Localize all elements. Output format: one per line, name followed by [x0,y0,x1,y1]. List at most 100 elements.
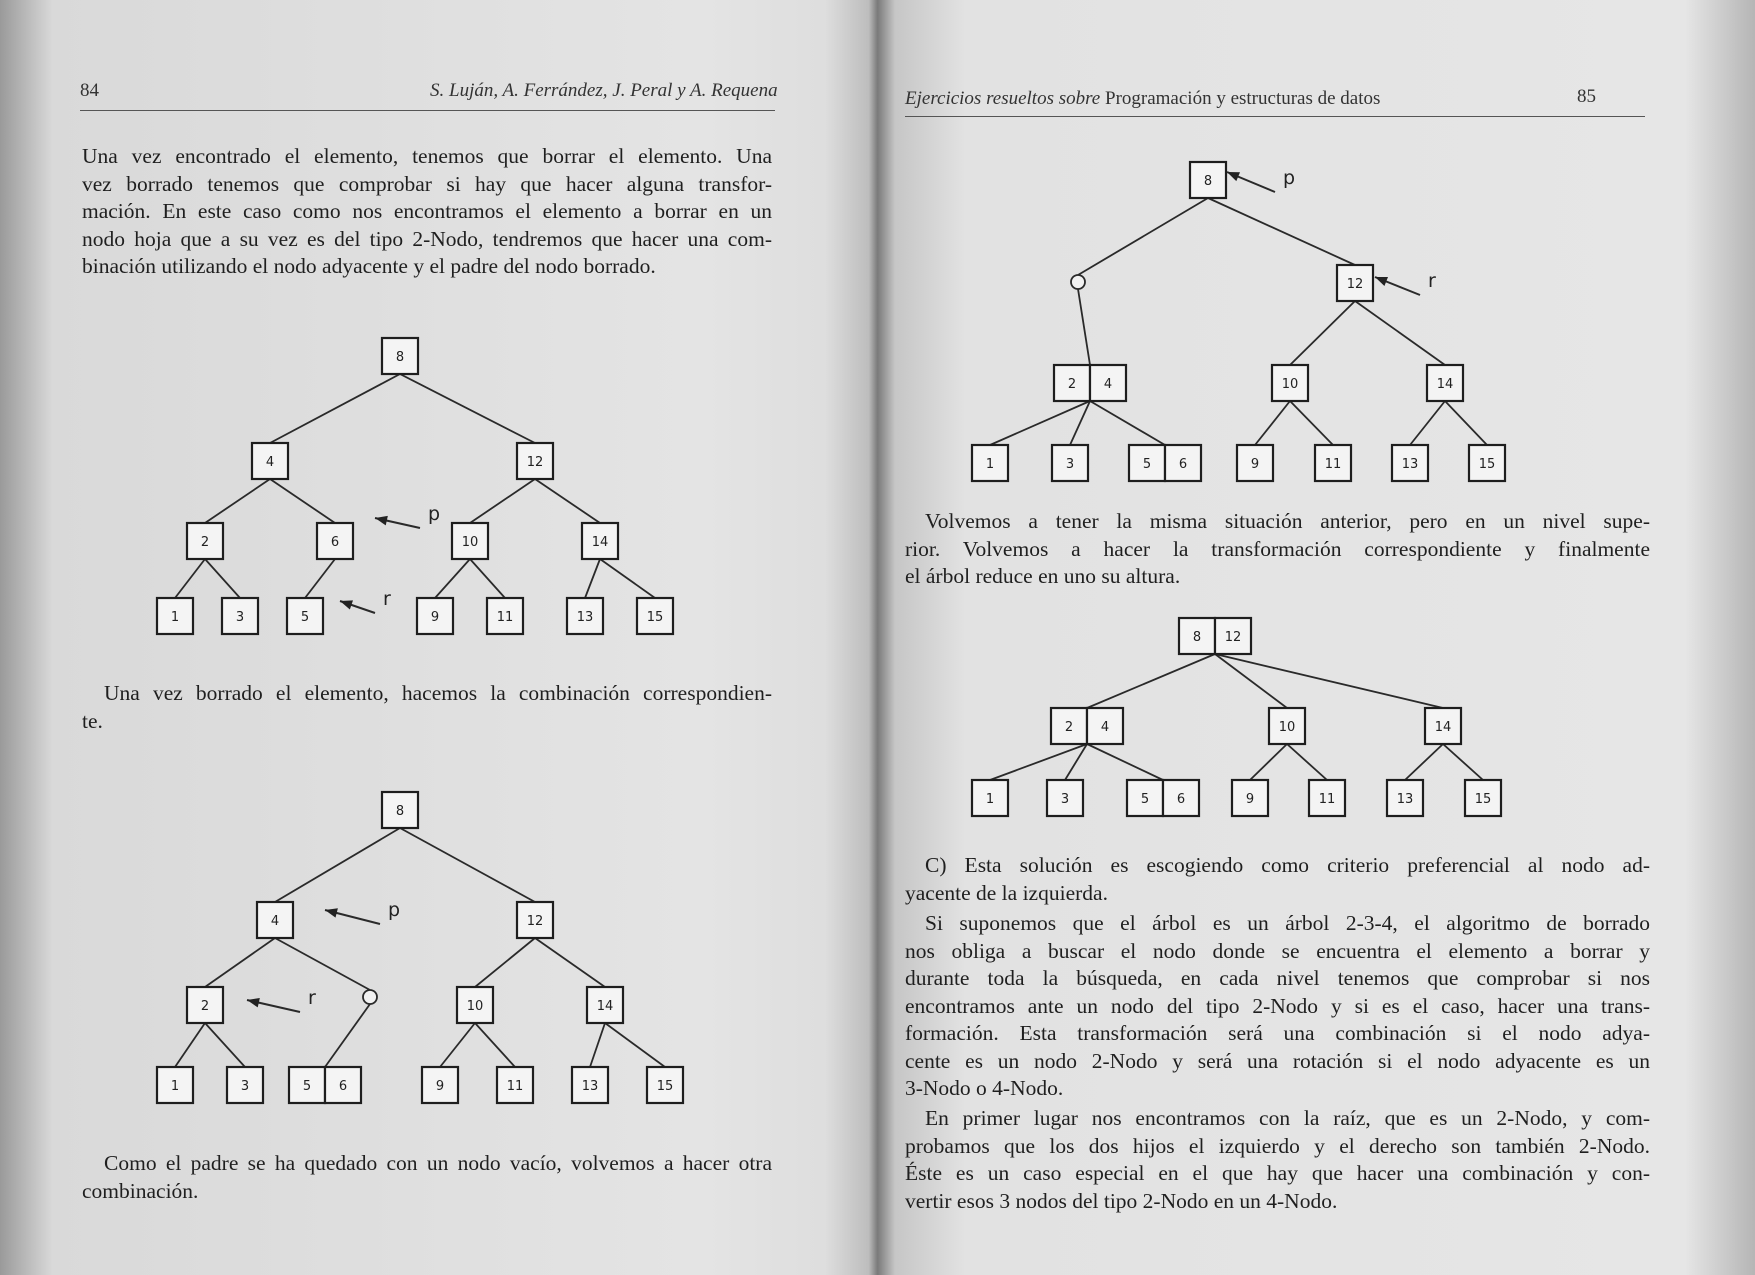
tree-edge [469,558,506,599]
tree-node: 15 [1463,778,1503,818]
arrowhead-icon [340,600,353,610]
node-key: 2 [201,999,209,1014]
paragraph: Si suponemos que el árbol es un árbol 2-… [905,911,1650,1100]
node-cell [380,790,420,830]
node-key: 4 [271,914,279,929]
tree-edge [584,558,601,599]
node-key: 1 [986,792,994,807]
tree-node: 2 [185,985,225,1025]
tree-node: 12 [515,900,555,940]
node-cell [1230,778,1270,818]
node-key: 15 [1479,457,1496,472]
node-cell [155,596,195,636]
node-cell [1188,160,1228,200]
tree-node: 9 [415,596,455,636]
tree-edge [1289,400,1334,446]
tree-edge [534,478,601,524]
tree-node: 15 [635,596,675,636]
node-cell [515,900,555,940]
node-cell [285,596,325,636]
node-key: 15 [1475,792,1492,807]
tree-edge [1442,743,1484,781]
node-cell [250,441,290,481]
tree-node: 15 [1467,443,1507,483]
node-key: 8 [396,804,404,819]
node-cell [1052,363,1092,403]
node-key: 4 [266,455,274,470]
node-key: 3 [1061,792,1069,807]
tree-edge [204,1022,246,1068]
node-cell [1423,706,1463,746]
arrowhead-icon [1227,172,1240,182]
node-cell [645,1065,685,1105]
node-key: 11 [497,610,514,625]
node-cell [185,985,225,1025]
node-key: 12 [1225,630,1242,645]
node-cell [495,1065,535,1105]
tree-edge [474,937,536,988]
node-key: 9 [431,610,439,625]
tree-node: 11 [1313,443,1353,483]
paragraph: Una vez encontrado el elemento, tenemos … [82,144,772,278]
node-key: 15 [657,1079,674,1094]
node-key: 13 [1402,457,1419,472]
arrowhead-icon [375,515,388,526]
tree-node: 10 [455,985,495,1025]
tree-edge [1086,743,1164,781]
page-number: 84 [80,80,99,101]
tree-node: 2 [185,521,225,561]
pointer-label: p [1283,167,1295,189]
node-key: 10 [1279,720,1296,735]
node-key: 10 [1282,377,1299,392]
tree-node: 11 [485,596,525,636]
node-cell [1270,363,1310,403]
node-key: 13 [582,1079,599,1094]
node-key: 13 [577,610,594,625]
header-rule [80,110,775,111]
tree-edge [399,373,536,444]
tree-node: 11 [495,1065,535,1105]
node-key: 11 [1319,792,1336,807]
tree-edge [324,1003,371,1068]
node-cell [585,985,625,1025]
node-key: 2 [201,535,209,550]
node-cell [455,985,495,1025]
empty-node [362,989,378,1005]
node-cell [1313,443,1353,483]
tree-edge [269,478,336,524]
pointer-label: r [308,987,316,1009]
tree-edge [989,743,1088,781]
node-key: 3 [1066,457,1074,472]
tree-node: 10 [1267,706,1307,746]
node-cell [323,1065,363,1105]
node-cell [415,596,455,636]
right-page: Ejercicios resueltos sobre Programación … [845,0,1755,1275]
tree-node: 13 [565,596,605,636]
tree-edge [274,827,401,903]
tree-edge [434,558,471,599]
tree-edge [269,373,401,444]
node-key: 14 [592,535,609,550]
tree-node: 4 [250,441,290,481]
tree-edge [1289,300,1356,366]
tree-edge [534,937,606,988]
node-cell [450,521,490,561]
tree-node: 9 [1230,778,1270,818]
node-cell [1385,778,1425,818]
tree-node: 13 [570,1065,610,1105]
tree-edge [589,1022,606,1068]
node-key: 2 [1068,377,1076,392]
node-cell [515,441,555,481]
header-rule [905,116,1645,117]
node-key: 9 [436,1079,444,1094]
tree-node: 11 [1307,778,1347,818]
node-key: 6 [1179,457,1187,472]
node-cell [635,596,675,636]
tree-edge [274,937,371,991]
tree-edge [474,1022,516,1068]
node-key: 12 [527,455,544,470]
